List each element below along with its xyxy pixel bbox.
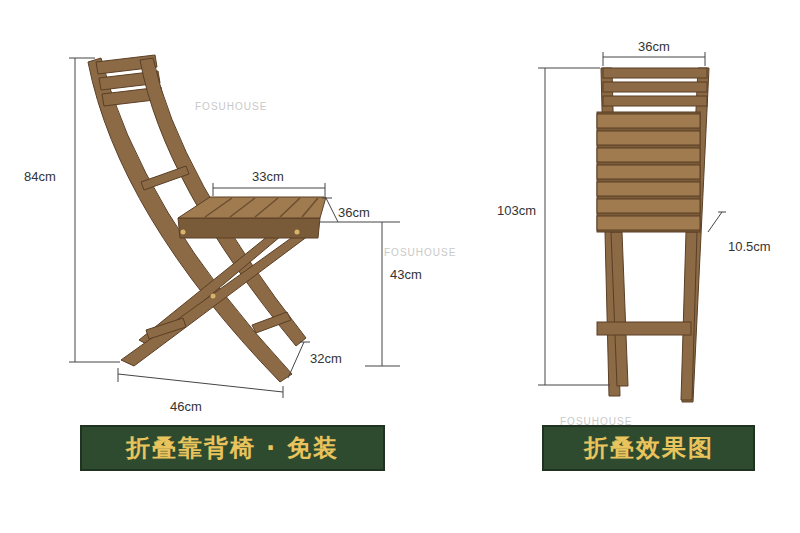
dimension-label: 10.5cm — [728, 240, 771, 253]
title-banner: 折叠靠背椅 · 免装 — [80, 425, 385, 471]
dimension-label: 43cm — [390, 268, 422, 281]
dimension-label: 36cm — [338, 206, 370, 219]
watermark: FOSUHOUSE — [384, 248, 456, 258]
dimension-lines — [69, 52, 726, 398]
watermark: FOSUHOUSE — [195, 102, 267, 112]
dimension-label: 36cm — [638, 40, 670, 53]
dimension-label: 32cm — [310, 352, 342, 365]
dimension-label: 33cm — [252, 170, 284, 183]
banner-text: 折叠靠背椅 · 免装 — [126, 432, 340, 464]
dimension-label: 84cm — [24, 170, 56, 183]
banner-text: 折叠效果图 — [584, 432, 714, 464]
dimension-label: 46cm — [170, 400, 202, 413]
dimension-label: 103cm — [497, 204, 536, 217]
title-banner: 折叠效果图 — [542, 425, 755, 471]
